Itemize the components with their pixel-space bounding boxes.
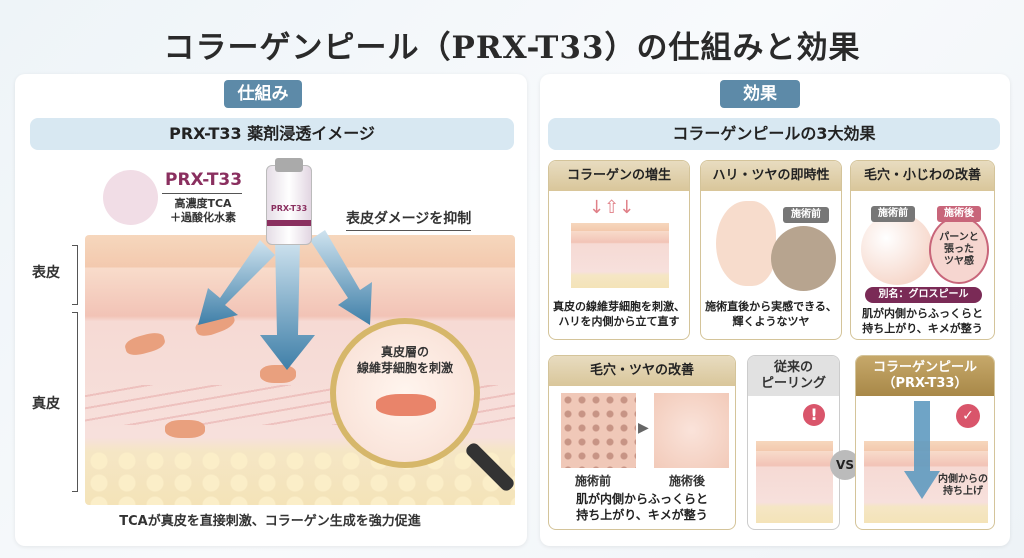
card-text: 肌が内側からふっくらと持ち上がり、キメが整う xyxy=(851,306,994,336)
card-text-1: 真皮の線維芽細胞を刺激、 xyxy=(553,300,685,313)
bubble-text-3: ツヤ感 xyxy=(944,256,974,267)
effect-card-collagen: コラーゲンの増生 ↓⇧↓ 真皮の線維芽細胞を刺激、ハリを内側から立て直す xyxy=(548,160,690,340)
effect-card-pores-wrinkles: 毛穴・小じわの改善 パーンと張ったツヤ感 施術前 施術後 別名：グロスピール 肌… xyxy=(850,160,995,340)
card-text-2: 持ち上がり、キメが整う xyxy=(576,508,708,522)
penetration-arrows xyxy=(198,230,372,370)
mechanism-subheader: PRX-T33 薬剤浸透イメージ xyxy=(30,118,514,150)
arrow-down-icon xyxy=(904,401,940,499)
card-text-1: 肌が内側からふっくらと xyxy=(862,307,983,320)
card-title: コラーゲンの増生 xyxy=(549,161,689,191)
arrow-down-left-icon xyxy=(198,240,275,325)
magnifier-text-1: 真皮層の xyxy=(380,345,429,359)
magnifier-text-2: 線維芽細胞を刺激 xyxy=(356,361,453,375)
fat-layer xyxy=(85,450,515,505)
mechanism-caption: TCAが真皮を直接刺激、コラーゲン生成を強力促進 xyxy=(119,514,421,529)
card-text: 施術直後から実感できる、輝くようなツヤ xyxy=(701,299,841,329)
mechanism-pill: 仕組み xyxy=(224,80,302,108)
card-title-2: （PRX-T33） xyxy=(882,376,968,391)
card-title: 毛穴・小じわの改善 xyxy=(851,161,994,191)
label-epidermis: 表皮 xyxy=(32,265,60,281)
card-text-1: 肌が内側からふっくらと xyxy=(575,492,708,506)
card-title-2: ピーリング xyxy=(760,376,826,391)
after-bubble: パーンと張ったツヤ感 xyxy=(929,216,989,284)
product-desc-2: ＋過酸化水素 xyxy=(170,211,236,224)
effects-subheader: コラーゲンピールの3大効果 xyxy=(548,118,1000,150)
card-title: コラーゲンピール（PRX-T33） xyxy=(856,356,994,396)
product-description: 高濃度TCA ＋過酸化水素 xyxy=(170,197,236,225)
fibroblast-cell xyxy=(376,394,436,416)
bubble-text-2: 張った xyxy=(944,244,974,255)
label-dermis: 真皮 xyxy=(32,396,60,412)
before-tag: 施術前 xyxy=(871,206,915,222)
card-title: ハリ・ツヤの即時性 xyxy=(701,161,841,191)
bubble-text: パーンと張ったツヤ感 xyxy=(931,232,987,268)
card-text-2: ハリを内側から立て直す xyxy=(558,315,680,328)
skin-illustration xyxy=(571,223,669,288)
before-tag: 施術前 xyxy=(783,207,829,223)
bubble-text-1: パーンと xyxy=(939,232,979,243)
vial-band xyxy=(267,220,311,226)
lift-note-2: 持ち上げ xyxy=(943,486,983,497)
pores-card: 毛穴・ツヤの改善 ▶ 施術前 施術後 肌が内側からふっくらと持ち上がり、キメが整… xyxy=(548,355,736,530)
card-text-1: 施術直後から実感できる、 xyxy=(705,300,837,313)
card-title: 毛穴・ツヤの改善 xyxy=(549,356,735,386)
card-text-2: 輝くようなツヤ xyxy=(732,315,810,328)
fibroblast-cell xyxy=(165,420,205,438)
vial-icon: PRX-T33 xyxy=(266,158,312,245)
leader-line xyxy=(162,193,242,194)
before-skin-texture xyxy=(561,393,636,468)
arrows-up-down-icon: ↓⇧↓ xyxy=(589,197,635,218)
vial-label: PRX-T33 xyxy=(270,204,308,213)
alias-badge: 別名：グロスピール xyxy=(865,287,982,303)
arrow-right-icon: ▶ xyxy=(638,420,649,436)
warning-icon: ! xyxy=(803,404,825,426)
after-label: 施術後 xyxy=(669,474,706,488)
collagen-peel-card: コラーゲンピール（PRX-T33） ✓ 内側からの持ち上げ xyxy=(855,355,995,530)
epidermis-bracket xyxy=(72,245,78,305)
vial-cap xyxy=(275,158,303,172)
before-label: 施術前 xyxy=(575,474,612,488)
card-text-2: 持ち上がり、キメが整う xyxy=(862,322,983,335)
card-text: 肌が内側からふっくらと持ち上がり、キメが整う xyxy=(549,491,735,523)
page-title: コラーゲンピール（PRX-T33）の仕組みと効果 xyxy=(163,30,861,66)
magnifier-icon: 真皮層の 線維芽細胞を刺激 xyxy=(330,318,480,468)
epidermis-note: 表皮ダメージを抑制 xyxy=(346,208,472,231)
magnifier-text: 真皮層の 線維芽細胞を刺激 xyxy=(336,344,474,376)
product-name: PRX-T33 xyxy=(165,170,243,190)
before-zoom-circle xyxy=(771,226,836,291)
card-title: 従来のピーリング xyxy=(748,356,839,396)
face-illustration xyxy=(716,201,776,286)
effects-pill: 効果 xyxy=(720,80,800,108)
after-skin-texture xyxy=(654,393,729,468)
card-text: 真皮の線維芽細胞を刺激、ハリを内側から立て直す xyxy=(549,299,689,329)
conventional-peeling-card: 従来のピーリング ! xyxy=(747,355,840,530)
after-tag: 施術後 xyxy=(937,206,981,222)
lift-note-1: 内側からの xyxy=(938,474,988,485)
effect-card-instant-glow: ハリ・ツヤの即時性 施術前 施術直後から実感できる、輝くようなツヤ xyxy=(700,160,842,340)
arrow-down-right-icon xyxy=(310,230,372,325)
skin-illustration xyxy=(756,441,833,523)
card-title-1: 従来の xyxy=(773,360,813,375)
before-circle xyxy=(861,213,933,285)
lift-note: 内側からの持ち上げ xyxy=(938,474,988,498)
check-icon: ✓ xyxy=(956,404,980,428)
product-desc-1: 高濃度TCA xyxy=(174,197,232,210)
arrow-down-icon xyxy=(260,240,315,370)
card-title-1: コラーゲンピール xyxy=(872,360,977,375)
dermis-bracket xyxy=(72,312,78,492)
fibroblast-cell xyxy=(123,330,167,358)
vial-thumbnail xyxy=(103,170,158,225)
